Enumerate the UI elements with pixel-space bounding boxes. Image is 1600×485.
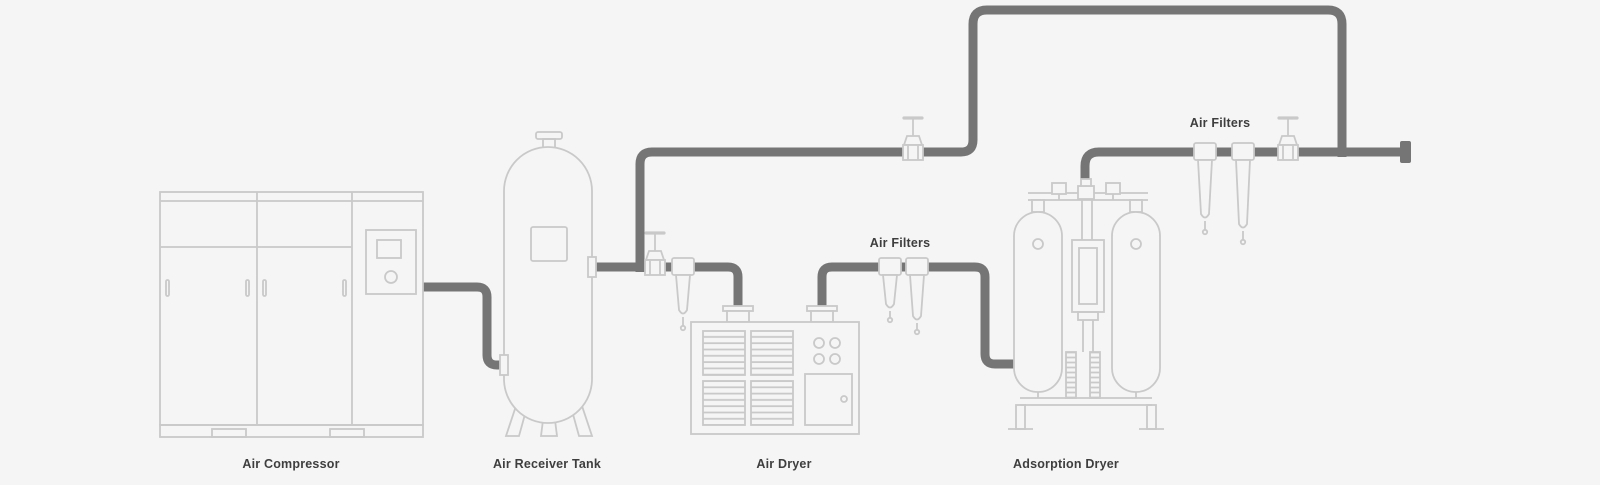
air-dryer-label: Air Dryer [756, 457, 812, 471]
muffler [1065, 351, 1077, 399]
pipe-compressor-to-tank [423, 282, 506, 370]
filters [671, 142, 1255, 336]
pipe-outlet-line [1080, 147, 1404, 195]
compressor-control-panel [365, 229, 417, 295]
filter-icon [671, 257, 695, 332]
air-filters-outlet-label: Air Filters [1189, 116, 1251, 130]
dryer-indicator [813, 337, 825, 349]
tank-manhole [530, 226, 568, 262]
valve-icon [1276, 116, 1300, 162]
tank-inlet-flange [499, 354, 509, 376]
dryer-louver-grille [702, 330, 746, 376]
dryer-indicator [829, 337, 841, 349]
filter-icon [1193, 142, 1217, 236]
air-dryer [690, 305, 860, 435]
pipe-dryer-to-adsorption [817, 262, 1016, 369]
tank-top-valve [535, 131, 563, 140]
dryer-inlet-port [726, 310, 750, 323]
air-compressor [159, 191, 424, 438]
piping [423, 5, 1411, 370]
dryer-access-panel [804, 373, 853, 426]
dryer-leg [1146, 404, 1157, 430]
center-column [1071, 239, 1105, 313]
adsorption-dryer-label: Adsorption Dryer [1013, 457, 1119, 471]
manifold-valve-actuator [1051, 182, 1067, 195]
dryer-indicator [813, 353, 825, 365]
tower-gauge [1130, 238, 1142, 250]
air-filters-mid-label: Air Filters [869, 236, 931, 250]
top-manifold-fitting [1077, 185, 1095, 200]
air-receiver-tank [499, 131, 597, 437]
door-handle [262, 279, 267, 297]
dryer-outlet-port [810, 310, 834, 323]
tank-outlet-flange [587, 256, 597, 278]
air-receiver-tank-label: Air Receiver Tank [492, 457, 602, 471]
tower-gauge [1032, 238, 1044, 250]
door-handle [342, 279, 347, 297]
control-knob [384, 270, 398, 284]
air-compressor-label: Air Compressor [242, 457, 340, 471]
pipe-end-cap [1400, 141, 1411, 163]
dryer-indicator [829, 353, 841, 365]
valve-icon [643, 231, 667, 277]
manifold-valve-actuator [1105, 182, 1121, 195]
dryer-leg [1015, 404, 1026, 430]
tank-shell [503, 146, 593, 424]
dryer-louver-grille [750, 380, 794, 426]
control-display [376, 239, 402, 259]
dryer-louver-grille [750, 330, 794, 376]
pipe-bypass-line [635, 5, 1347, 272]
valve-icon [901, 116, 925, 162]
door-handle [245, 279, 250, 297]
filter-icon [905, 257, 929, 336]
adsorption-dryer [1008, 178, 1164, 430]
dryer-louver-grille [702, 380, 746, 426]
pipe-to-air-dryer [638, 262, 743, 318]
filter-icon [878, 257, 902, 324]
filter-icon [1231, 142, 1255, 246]
muffler [1089, 351, 1101, 399]
door-handle [165, 279, 170, 297]
